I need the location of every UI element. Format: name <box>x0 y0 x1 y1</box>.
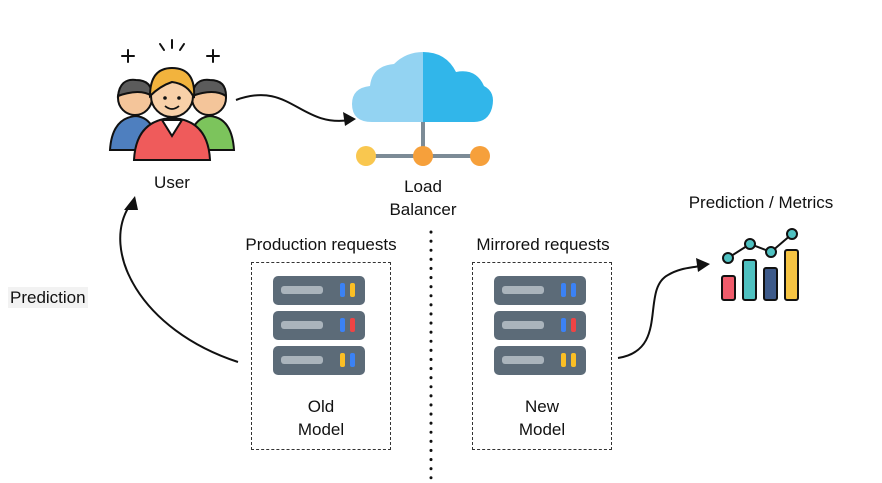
loadbalancer-label-line1: Load <box>404 177 442 196</box>
arrow-user-to-loadbalancer <box>235 94 351 122</box>
prediction-edge-label: Prediction <box>8 287 88 308</box>
old-model-label-line2: Model <box>297 420 345 439</box>
old-model-server <box>273 276 365 375</box>
production-requests-caption: Production requests <box>245 235 397 254</box>
loadbalancer-label-line2: Balancer <box>389 200 457 219</box>
old-model-label-line1: Old <box>307 397 335 416</box>
new-model-label-line2: Model <box>518 420 566 439</box>
old-model-box <box>251 262 391 450</box>
arrowhead-metrics <box>696 258 710 272</box>
mirrored-requests-caption: Mirrored requests <box>476 235 610 254</box>
prediction-metrics-label: Prediction / Metrics <box>688 193 834 212</box>
new-model-label-line1: New <box>524 397 559 416</box>
new-model-box <box>472 262 612 450</box>
arrowhead-user <box>124 196 138 210</box>
new-model-server <box>494 276 586 375</box>
arrow-prediction-to-user <box>119 204 239 363</box>
user-label: User <box>154 173 190 192</box>
arrow-newmodel-to-metrics <box>617 265 701 359</box>
arrowhead-loadbalancer <box>343 112 356 126</box>
